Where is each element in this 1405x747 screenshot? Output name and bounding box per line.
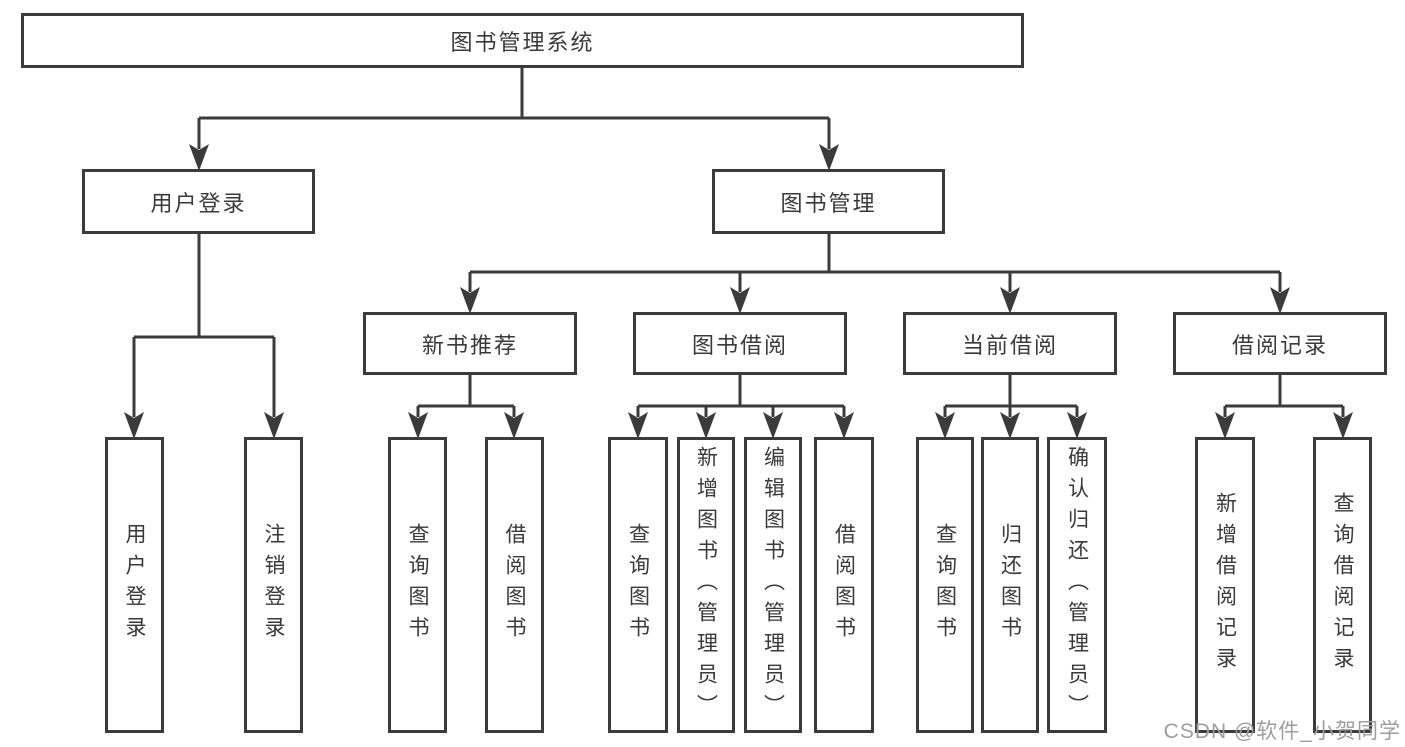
leaf-borrow-query-books-label: 查询图书 [626,523,650,647]
leaf-confirm-return-admin: 确认归还（管理员） [1047,437,1107,733]
node-root: 图书管理系统 [21,13,1024,68]
leaf-add-books-admin: 新增图书（管理员） [677,437,735,733]
leaf-borrow-books: 借阅图书 [814,437,874,733]
node-book-management: 图书管理 [712,169,945,234]
node-new-book-recommend: 新书推荐 [363,312,577,375]
node-current-borrow-label: 当前借阅 [961,332,1058,358]
leaf-return-books-label: 归还图书 [998,523,1022,647]
leaf-user-login-label: 用户登录 [123,523,146,647]
leaf-query-borrow-record: 查询借阅记录 [1313,437,1372,733]
node-book-borrow: 图书借阅 [633,312,847,375]
leaf-borrow-query-books: 查询图书 [608,437,668,733]
leaf-add-books-admin-label: 新增图书（管理员） [694,445,718,725]
leaf-confirm-return-admin-label: 确认归还（管理员） [1065,445,1089,725]
node-book-management-label: 图书管理 [780,190,877,216]
node-borrow-records: 借阅记录 [1173,312,1387,375]
node-root-label: 图书管理系统 [450,29,595,55]
leaf-current-query-books-label: 查询图书 [933,523,957,647]
node-book-borrow-label: 图书借阅 [691,332,788,358]
leaf-recommend-borrow-books-label: 借阅图书 [503,523,526,647]
leaf-borrow-books-label: 借阅图书 [832,523,856,647]
leaf-add-borrow-record: 新增借阅记录 [1195,437,1255,733]
node-user-login-label: 用户登录 [150,190,247,216]
leaf-current-query-books: 查询图书 [916,437,974,733]
leaf-edit-books-admin-label: 编辑图书（管理员） [761,445,785,725]
leaf-recommend-query-books-label: 查询图书 [406,523,429,647]
leaf-user-login: 用户登录 [105,437,164,733]
node-new-book-recommend-label: 新书推荐 [421,332,518,358]
node-borrow-records-label: 借阅记录 [1231,332,1328,358]
leaf-recommend-borrow-books: 借阅图书 [485,437,544,733]
watermark: CSDN @软件_小贺同学 [1163,720,1401,743]
leaf-logout: 注销登录 [244,437,303,733]
leaf-query-borrow-record-label: 查询借阅记录 [1331,492,1354,678]
leaf-logout-label: 注销登录 [262,523,285,647]
leaf-return-books: 归还图书 [981,437,1039,733]
node-user-login: 用户登录 [82,169,315,234]
leaf-add-borrow-record-label: 新增借阅记录 [1213,492,1237,678]
leaf-recommend-query-books: 查询图书 [388,437,447,733]
node-current-borrow: 当前借阅 [903,312,1117,375]
leaf-edit-books-admin: 编辑图书（管理员） [744,437,802,733]
